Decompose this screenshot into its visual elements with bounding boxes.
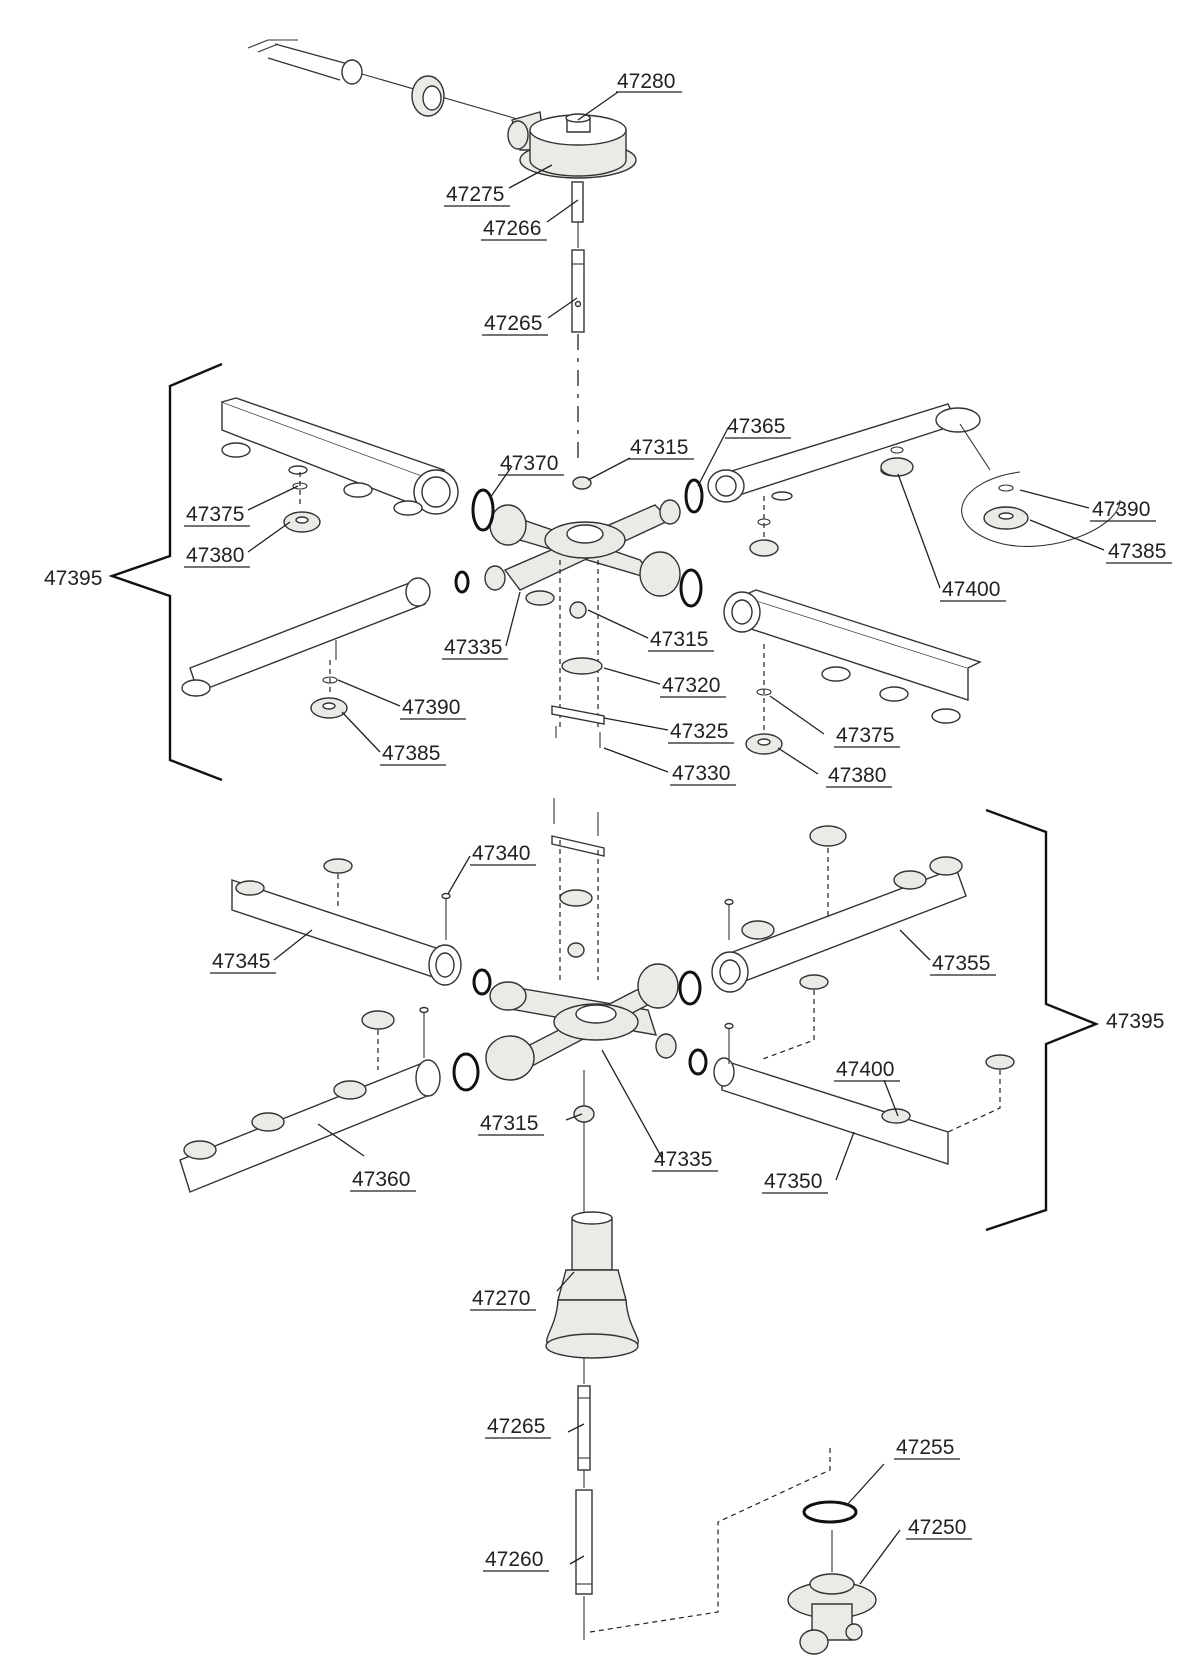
brace-lower-47395 [985,808,1100,1232]
label-47360: 47360 [352,1168,410,1191]
nozzle-47380-left [283,472,321,533]
label-47350: 47350 [764,1170,822,1193]
label-47400-upper: 47400 [942,578,1000,601]
label-47355: 47355 [932,952,990,975]
lower-arm-47350 [713,974,1015,1165]
o-ring-lower-b [678,970,702,1006]
label-47385-detail: 47385 [1108,540,1166,563]
label-47335-upper: 47335 [444,636,502,659]
lower-center-stack [551,798,605,980]
label-47395-lower: 47395 [1106,1010,1164,1033]
nozzle-47385-left [310,660,348,719]
o-ring-47370 [471,488,495,532]
o-ring-47365 [684,478,704,514]
detail-circle-nozzle [959,423,1121,548]
label-47375-right: 47375 [836,724,894,747]
label-47345: 47345 [212,950,270,973]
label-47390-detail: 47390 [1092,498,1150,521]
lower-right-spray-arm [723,589,982,724]
label-47250: 47250 [908,1516,966,1539]
connector-path [589,1444,831,1633]
label-47315-mid: 47315 [650,628,708,651]
o-ring-lower-d [688,1048,708,1076]
shaft-47260 [575,1470,593,1640]
pipe-fitting-ring [411,75,445,117]
o-ring-lower-c [452,1052,480,1092]
part-number-labels: 47280 47275 47266 47265 47370 47315 4736… [44,70,1172,1572]
lower-arm-47355 [711,825,967,993]
label-47280: 47280 [617,70,675,93]
nozzle-47400-upper [749,446,914,557]
label-47385-left: 47385 [382,742,440,765]
label-47266: 47266 [483,217,541,240]
o-ring-47255 [802,1500,858,1524]
o-ring-right-lower [679,568,703,608]
lower-center-hub-47335 [485,963,679,1081]
label-47265-upper: 47265 [484,312,542,335]
leader-lines [247,91,1105,1585]
label-47395-upper: 47395 [44,567,102,590]
nozzle-47380-right [745,644,783,755]
shaft-47265-upper [571,249,585,333]
upper-center-stack [525,476,605,748]
label-47260: 47260 [485,1548,543,1571]
upper-center-hub-47335 [484,499,681,597]
o-ring-lower-a [472,968,492,996]
upper-left-spray-arm [221,397,459,516]
brace-upper-47395 [108,362,223,782]
label-47315-lower: 47315 [480,1112,538,1135]
label-47325: 47325 [670,720,728,743]
screws-47340 [419,892,734,1064]
base-stand-47270 [545,1211,639,1359]
label-47320: 47320 [662,674,720,697]
label-47335-lower: 47335 [654,1148,712,1171]
lower-arm-47345 [231,858,462,986]
label-47400-lower: 47400 [836,1058,894,1081]
label-47370: 47370 [500,452,558,475]
label-47380-right: 47380 [828,764,886,787]
label-47315-top: 47315 [630,436,688,459]
label-47390-left: 47390 [402,696,460,719]
lower-arm-47360 [179,1010,441,1193]
nut-47315-lower [573,1070,595,1216]
o-ring-left-lower [454,570,470,594]
pump-fitting-47250 [787,1530,877,1655]
upper-right-spray-arm [707,403,981,503]
label-47380-left: 47380 [186,544,244,567]
label-47365: 47365 [727,415,785,438]
label-47275: 47275 [446,183,504,206]
shaft-47265-lower [577,1358,591,1471]
label-47270: 47270 [472,1287,530,1310]
label-47330: 47330 [672,762,730,785]
lower-left-spray-arm [181,577,431,697]
label-47255: 47255 [896,1436,954,1459]
label-47265-lower: 47265 [487,1415,545,1438]
label-47340: 47340 [472,842,530,865]
label-47375-left: 47375 [186,503,244,526]
swivel-hub-47280 [507,111,637,223]
